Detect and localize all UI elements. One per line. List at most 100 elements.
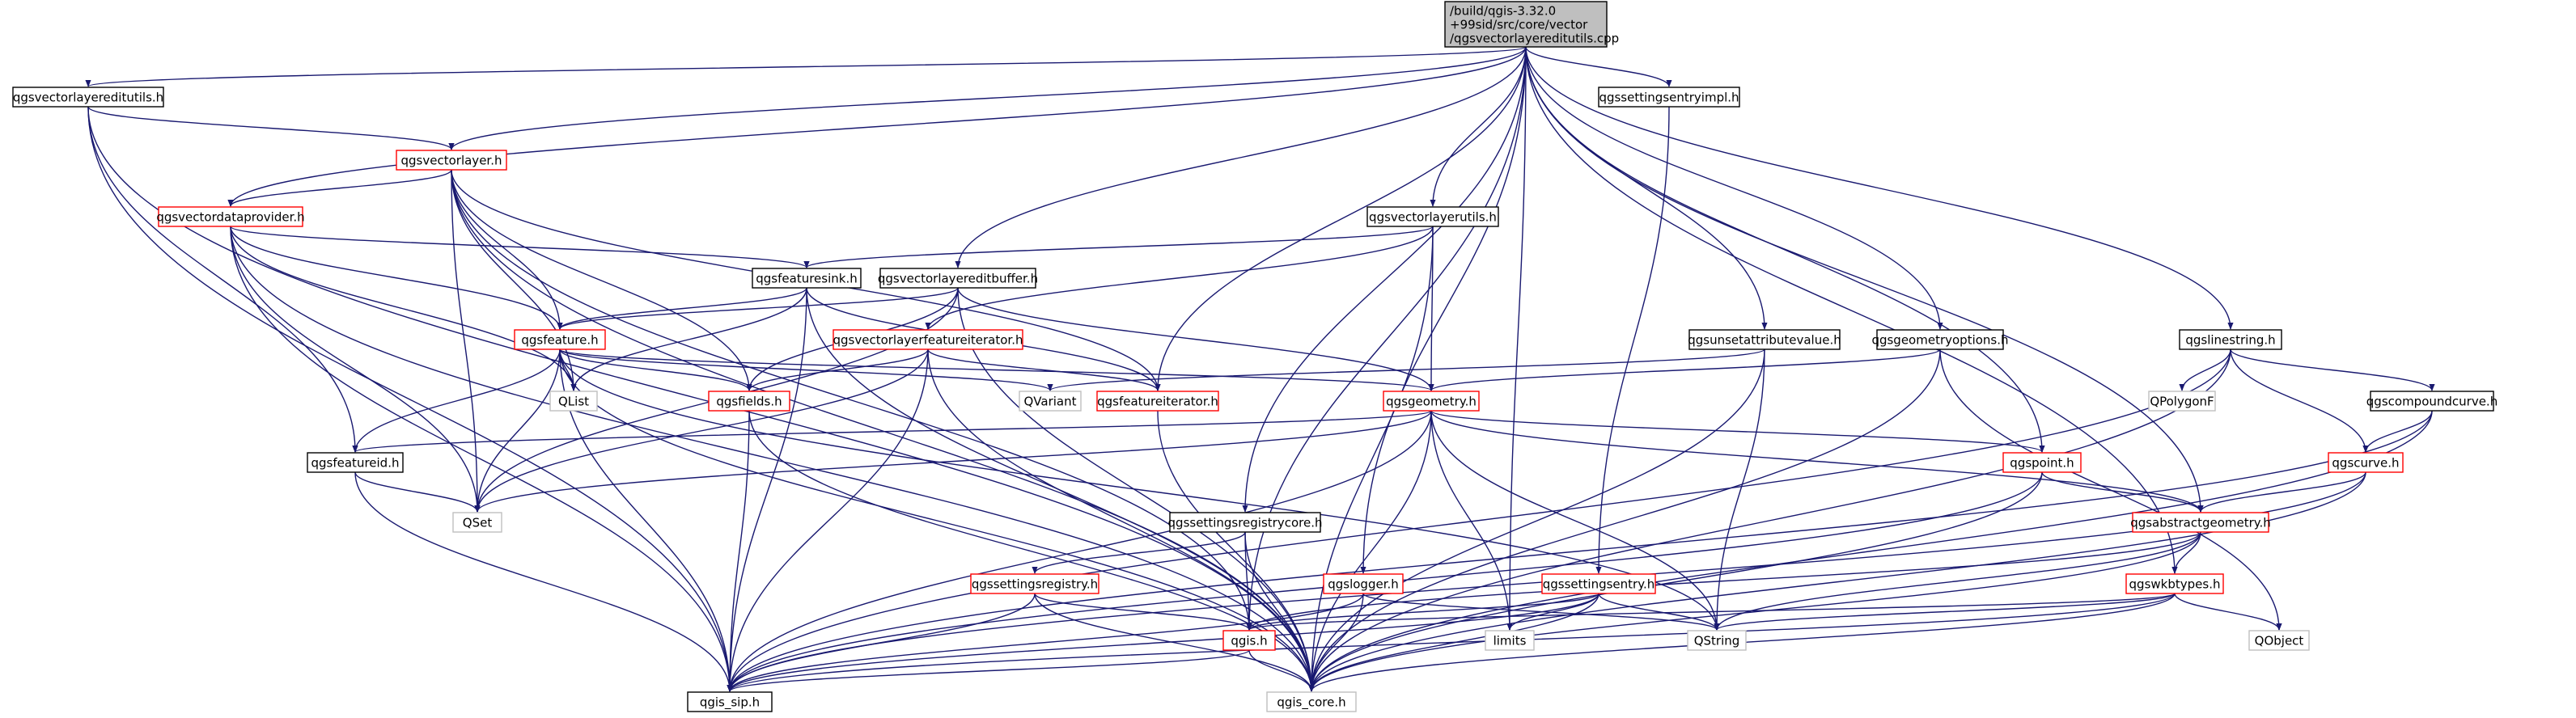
- node-qgsabstractgeometry-h[interactable]: qgsabstractgeometry.h: [2130, 512, 2271, 533]
- edge-qgsvectorlayer_h-to-qgsvectordataprovider_h: [227, 169, 452, 207]
- edge-qgslogger_h-to-qgis_sip_h: [727, 593, 1364, 692]
- edge-qgsabstractgeometry_h-to-qgis_h: [1246, 531, 2201, 631]
- edge-qgssettingsregistrycore_h-to-qgssettingsregistry_h: [1032, 531, 1246, 574]
- node-qgsgeometryoptions-h[interactable]: qgsgeometryoptions.h: [1871, 329, 2009, 350]
- node-qgsvectorlayereditbuffer-h[interactable]: qgsvectorlayereditbuffer.h: [878, 268, 1038, 289]
- node-label: qgsvectorlayer.h: [401, 154, 502, 168]
- node-qgsvectorlayerutils-h[interactable]: qgsvectorlayerutils.h: [1366, 206, 1499, 227]
- node-qgssettingsregistry-h[interactable]: qgssettingsregistry.h: [970, 573, 1099, 594]
- edge-qgsvectordataprovider_h-to-qgsfeature_h: [230, 226, 563, 330]
- edge-qgsabstractgeometry_h-to-qgis_core_h: [1308, 531, 2201, 692]
- node-qgsfeatureiterator-h[interactable]: qgsfeatureiterator.h: [1096, 391, 1219, 412]
- node-qgsvectorlayerfeatureiterator-h[interactable]: qgsvectorlayerfeatureiterator.h: [833, 329, 1023, 350]
- node-qgsfields-h[interactable]: qgsfields.h: [708, 391, 790, 412]
- node-label: limits: [1493, 634, 1527, 648]
- node-qgslogger-h[interactable]: qgslogger.h: [1323, 573, 1404, 594]
- node-label: qgsvectorlayerfeatureiterator.h: [833, 333, 1023, 348]
- node-limits: limits: [1485, 630, 1535, 651]
- node-box: [2370, 391, 2494, 412]
- edge-qgsvectorlayerfeatureiterator_h-to-qset: [474, 348, 929, 513]
- edge-qgsvectordataprovider_h-to-qgsfeaturesink_h: [230, 226, 810, 268]
- node-label: qgssettingsentry.h: [1543, 577, 1654, 592]
- node-box: [1598, 87, 1740, 108]
- edge-qgsfeaturesink_h-to-qgsfeature_h: [557, 287, 807, 330]
- node-qgspoint-h[interactable]: qgspoint.h: [2002, 452, 2082, 473]
- node-qgsvectorlayereditutils-h[interactable]: qgsvectorlayereditutils.h: [12, 87, 164, 108]
- node-label: QSet: [463, 516, 493, 530]
- node-qgis-h[interactable]: qgis.h: [1222, 630, 1276, 651]
- edge-root-to-qgslinestring_h: [1525, 46, 2234, 330]
- node-label: qgswkbtypes.h: [2129, 577, 2221, 592]
- edge-qgsvectorlayereditbuffer_h-to-qgsgeometry_h: [957, 287, 1434, 391]
- edge-root-to-qgspoint_h: [1525, 46, 2045, 453]
- edge-qgsfeaturesink_h-to-qgis_sip_h: [727, 287, 807, 692]
- node-box: [1169, 512, 1321, 533]
- edge-root-to-qgssettingsregistrycore_h: [1242, 46, 1527, 513]
- edge-root-to-qgssettingsentryimpl_h: [1525, 46, 1672, 87]
- node-root[interactable]: /build/qgis-3.32.0+99sid/src/core/vector…: [1444, 1, 1619, 48]
- node-qgsvectorlayer-h[interactable]: qgsvectorlayer.h: [396, 150, 507, 171]
- edge-qgssettingsentry_h-to-qstring: [1598, 593, 1720, 631]
- node-qgsfeature-h[interactable]: qgsfeature.h: [514, 329, 606, 350]
- node-qgscurve-h[interactable]: qgscurve.h: [2328, 452, 2404, 473]
- edges-layer: [86, 46, 2435, 692]
- edge-qgsvectorlayer_h-to-qgsfields_h: [451, 169, 752, 391]
- node-qgsunsetattributevalue-h[interactable]: qgsunsetattributevalue.h: [1688, 329, 1841, 350]
- node-box: [12, 87, 164, 108]
- edge-qgsvectorlayerfeatureiterator_h-to-qgis_sip_h: [727, 348, 929, 692]
- edge-qgsvectorlayerfeatureiterator_h-to-qgis_core_h: [927, 348, 1315, 692]
- node-box: [1366, 206, 1499, 227]
- edge-qgslogger_h-to-qgis_core_h: [1308, 593, 1364, 692]
- node-qgsfeatureid-h[interactable]: qgsfeatureid.h: [307, 452, 404, 473]
- node-box: [1019, 391, 1082, 412]
- edge-qgsfeature_h-to-qset: [474, 348, 561, 513]
- node-label: qgsfields.h: [716, 395, 782, 409]
- node-qgis-sip-h[interactable]: qgis_sip.h: [687, 691, 773, 712]
- edge-qgsvectorlayer_h-to-qlist: [451, 169, 577, 391]
- node-label: qgsfeatureid.h: [311, 456, 400, 471]
- node-qgssettingsentryimpl-h[interactable]: qgssettingsentryimpl.h: [1598, 87, 1740, 108]
- node-box: [2328, 452, 2404, 473]
- node-qgscompoundcurve-h[interactable]: qgscompoundcurve.h: [2366, 391, 2498, 412]
- edge-qgsfeature_h-to-qvariant: [559, 348, 1053, 391]
- edge-qgsgeometryoptions_h-to-qobject: [1939, 348, 2282, 631]
- node-label: QList: [558, 395, 589, 409]
- edge-qgssettingsregistry_h-to-qgis_h: [1034, 593, 1252, 631]
- node-box: [2125, 573, 2224, 594]
- node-label: QString: [1694, 634, 1740, 648]
- node-qgsvectordataprovider-h[interactable]: qgsvectordataprovider.h: [156, 206, 305, 227]
- node-qgslinestring-h[interactable]: qgslinestring.h: [2179, 329, 2282, 350]
- node-qgsfeaturesink-h[interactable]: qgsfeaturesink.h: [752, 268, 862, 289]
- node-box: [158, 206, 303, 227]
- node-qgssettingsregistrycore-h[interactable]: qgssettingsregistrycore.h: [1168, 512, 1323, 533]
- node-qgswkbtypes-h[interactable]: qgswkbtypes.h: [2125, 573, 2224, 594]
- edge-qgscompoundcurve_h-to-qgis_sip_h: [727, 410, 2433, 692]
- node-qlist: QList: [549, 391, 598, 412]
- edge-qgsfeaturesink_h-to-qlist: [570, 287, 807, 391]
- node-label: qgsvectorlayereditutils.h: [13, 91, 163, 105]
- edge-qgsvectorlayer_h-to-qset: [451, 169, 481, 513]
- node-qgssettingsentry-h[interactable]: qgssettingsentry.h: [1541, 573, 1656, 594]
- edge-qgsvectorlayereditutils_h-to-qgsvectorlayer_h: [87, 106, 455, 150]
- node-label: qgslogger.h: [1328, 577, 1399, 592]
- node-box: [833, 329, 1023, 350]
- node-qgsgeometry-h[interactable]: qgsgeometry.h: [1383, 391, 1480, 412]
- node-box: [2002, 452, 2082, 473]
- node-qpolygonf: QPolygonF: [2148, 391, 2216, 412]
- node-label: +99sid/src/core/vector: [1450, 18, 1588, 32]
- edge-qgis_h-to-qgis_sip_h: [727, 649, 1250, 692]
- node-label: qgssettingsregistrycore.h: [1168, 516, 1323, 530]
- edge-qgsvectorlayer_h-to-qgsfeature_h: [451, 169, 563, 330]
- edge-qgswkbtypes_h-to-qgis_h: [1246, 593, 2176, 631]
- edge-root-to-qgsabstractgeometry_h: [1525, 46, 2204, 513]
- edge-qgsvectorlayereditutils_h-to-qgis_sip_h: [87, 106, 733, 692]
- edge-qgssettingsentry_h-to-qgis_h: [1246, 593, 1599, 631]
- node-box: [307, 452, 404, 473]
- node-box: [1096, 391, 1219, 412]
- edge-qgsgeometry_h-to-qgspoint_h: [1430, 410, 2045, 453]
- edge-qgsgeometry_h-to-qstring: [1430, 410, 1720, 631]
- node-label: qgssettingsregistry.h: [972, 577, 1098, 592]
- edge-qgsvectorlayereditbuffer_h-to-qgsfeature_h: [557, 287, 959, 330]
- node-box: [2248, 630, 2310, 651]
